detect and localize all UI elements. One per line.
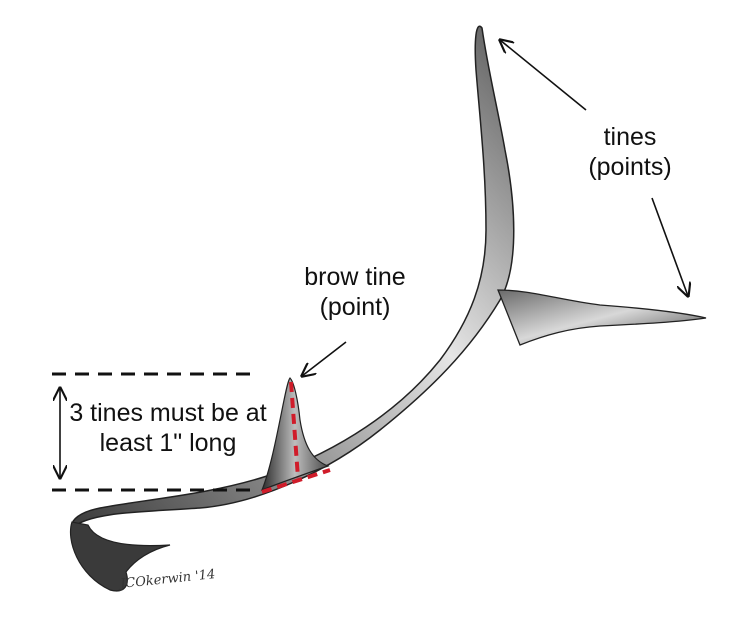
- measurement-guides: [52, 372, 258, 492]
- brow-tine-measure-lines: [261, 381, 331, 494]
- tines-label-line1: tines: [603, 123, 657, 151]
- tine-length-rule-label: 3 tines must be at least 1" long: [58, 398, 278, 458]
- antler-illustration: [69, 25, 707, 592]
- tines-label-line2: (points): [588, 153, 672, 181]
- antler-base-burr: [69, 521, 171, 592]
- arrow-to-side-tine: [651, 197, 688, 296]
- rule-label-line2: least 1" long: [99, 429, 237, 457]
- brow-tine-label: brow tine (point): [285, 262, 425, 322]
- brow-tine-label-line2: (point): [319, 293, 391, 321]
- arrow-to-top-tine: [500, 40, 587, 111]
- rule-label-line1: 3 tines must be at: [69, 399, 267, 427]
- tines-label: tines (points): [560, 122, 700, 182]
- arrow-to-brow-tine: [302, 341, 347, 376]
- antler-side-tine: [497, 289, 707, 346]
- brow-tine-label-line1: brow tine: [304, 263, 406, 291]
